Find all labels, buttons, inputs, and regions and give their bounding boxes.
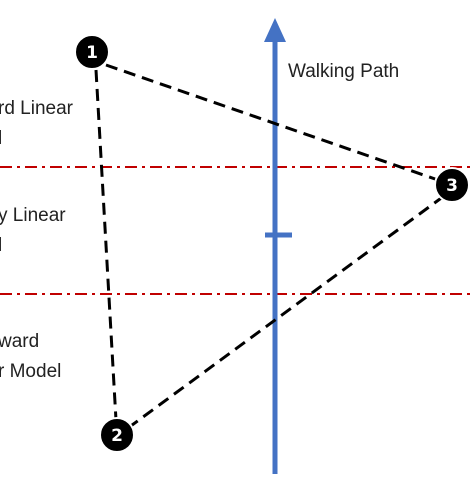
walking-path-arrowhead: [264, 18, 286, 42]
node-3: 3: [434, 167, 470, 203]
region-middle-label-line1: y Linear: [0, 205, 66, 226]
node-2-label: 2: [111, 426, 123, 446]
edge-1-2: [94, 69, 118, 421]
region-top-label-line2: l: [0, 128, 2, 149]
edge-1-3: [105, 63, 439, 182]
region-middle-label-line2: l: [0, 235, 2, 256]
walking-path-label: Walking Path: [288, 61, 399, 82]
edge-2-3: [127, 194, 445, 430]
node-1-label: 1: [86, 43, 98, 63]
region-bottom-label-line1: ward: [0, 331, 39, 352]
region-top-label-line1: rd Linear: [0, 98, 74, 119]
region-bottom-label-line2: r Model: [0, 361, 61, 382]
node-3-label: 3: [446, 176, 458, 196]
node-2: 2: [99, 417, 135, 453]
node-1: 1: [74, 34, 110, 70]
